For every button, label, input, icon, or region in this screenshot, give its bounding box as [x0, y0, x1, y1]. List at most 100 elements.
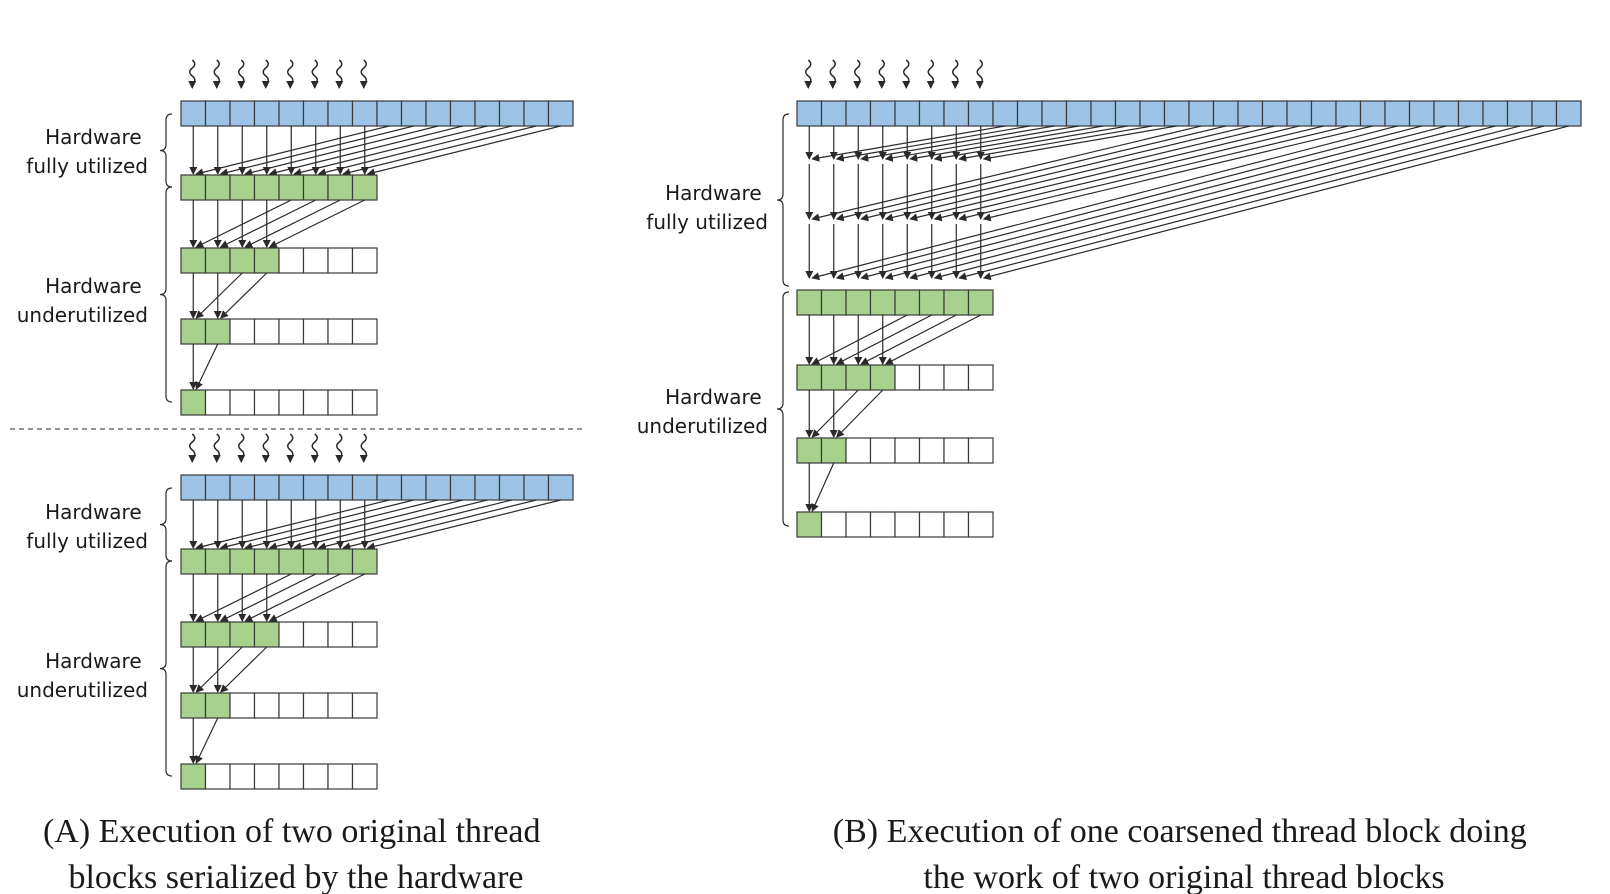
input-cell: [253, 474, 280, 501]
output-cell: [229, 247, 256, 274]
input-cell: [229, 474, 256, 501]
output-cell: [253, 621, 280, 648]
level-row: [180, 548, 378, 575]
output-cell: [229, 174, 256, 201]
output-cell: [327, 389, 354, 416]
output-cell: [943, 437, 970, 464]
thread-icon: [975, 59, 984, 89]
input-cell: [253, 100, 280, 127]
output-cell: [278, 389, 305, 416]
output-cell: [943, 364, 970, 391]
input-cell: [967, 100, 994, 127]
input-cell: [796, 100, 823, 127]
output-cell: [845, 289, 872, 316]
arrow: [835, 125, 1422, 281]
arrow: [195, 499, 390, 551]
arrow: [811, 125, 1202, 222]
arrow: [195, 573, 292, 622]
arrow: [268, 573, 366, 622]
level-row: [180, 692, 378, 719]
thread-icon: [188, 433, 197, 463]
arrow: [835, 314, 933, 365]
output-cell: [869, 364, 896, 391]
arrow: [293, 499, 488, 551]
output-cell: [967, 289, 994, 316]
output-cell: [351, 318, 378, 345]
caption-b: (B) Execution of one coarsened thread bl…: [833, 813, 1535, 894]
output-cell: [820, 289, 847, 316]
output-cell: [820, 364, 847, 391]
output-cell: [943, 289, 970, 316]
arrow: [219, 573, 317, 622]
arrow: [219, 199, 317, 248]
thread-icon: [261, 59, 270, 89]
arrow: [268, 499, 463, 551]
brace: [159, 186, 173, 403]
arrow: [958, 125, 1349, 222]
arrow: [244, 573, 341, 622]
thread-icon: [951, 59, 960, 89]
output-cell: [351, 548, 378, 575]
arrow: [909, 125, 1104, 162]
output-cell: [845, 437, 872, 464]
input-cell: [327, 474, 354, 501]
arrow: [836, 389, 884, 438]
arrow: [982, 125, 1373, 222]
output-cell: [327, 174, 354, 201]
output-cell: [278, 548, 305, 575]
input-cell: [1261, 100, 1288, 127]
thread-icon: [212, 433, 221, 463]
output-cell: [327, 247, 354, 274]
output-cell: [327, 692, 354, 719]
arrow: [268, 125, 463, 177]
output-cell: [278, 174, 305, 201]
brace: [776, 291, 790, 527]
input-cell: [351, 474, 378, 501]
input-cell: [498, 474, 525, 501]
input-cell: [204, 474, 231, 501]
output-cell: [253, 763, 280, 790]
arrow: [195, 717, 219, 764]
level-row: [796, 364, 994, 391]
arrow: [884, 314, 982, 365]
arrow: [811, 462, 835, 512]
output-cell: [204, 389, 231, 416]
thread-icon: [310, 433, 319, 463]
output-cell: [327, 621, 354, 648]
output-cell: [180, 548, 207, 575]
output-cell: [869, 289, 896, 316]
input-row: [796, 100, 1582, 127]
input-cell: [1090, 100, 1117, 127]
output-cell: [351, 692, 378, 719]
arrow: [317, 499, 512, 551]
output-cell: [351, 247, 378, 274]
arrow: [195, 646, 243, 693]
output-cell: [796, 364, 823, 391]
input-cell: [327, 100, 354, 127]
arrow: [195, 199, 292, 248]
thread-icon: [902, 59, 911, 89]
input-cell: [180, 100, 207, 127]
output-cell: [204, 548, 231, 575]
input-cell: [1286, 100, 1313, 127]
input-cell: [845, 100, 872, 127]
output-cell: [820, 437, 847, 464]
output-cell: [302, 389, 329, 416]
arrow: [268, 199, 366, 248]
output-cell: [229, 548, 256, 575]
output-cell: [869, 511, 896, 538]
input-cell: [1531, 100, 1558, 127]
output-cell: [327, 763, 354, 790]
arrow: [860, 125, 1055, 162]
thread-icon: [286, 433, 295, 463]
output-cell: [180, 174, 207, 201]
thread-icon: [877, 59, 886, 89]
input-cell: [400, 100, 427, 127]
arrow: [293, 125, 488, 177]
input-cell: [1482, 100, 1509, 127]
level-row: [180, 763, 378, 790]
arrow: [811, 125, 1006, 162]
input-cell: [302, 474, 329, 501]
arrow: [909, 125, 1496, 281]
